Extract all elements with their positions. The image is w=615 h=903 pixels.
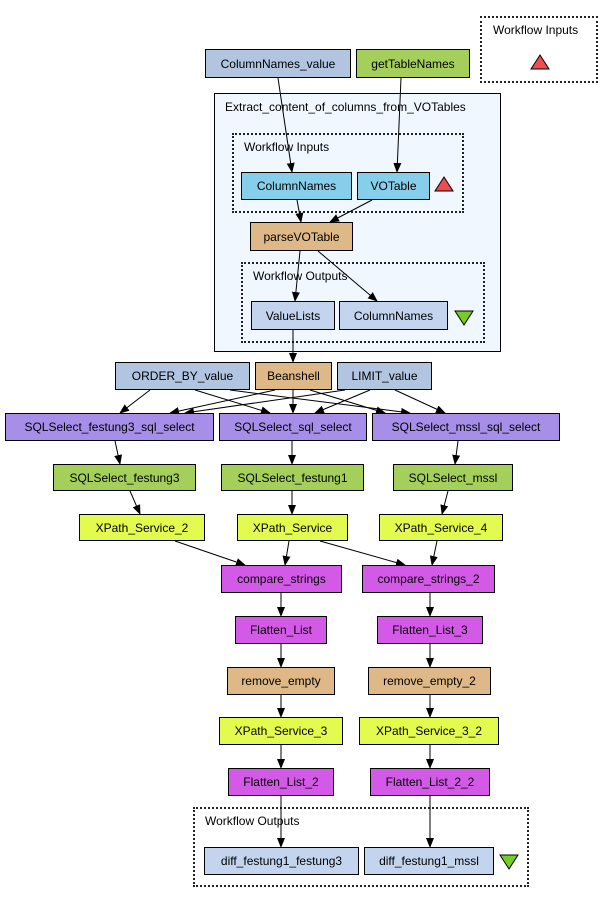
edge-xpath-2-to-compare: [174, 540, 246, 566]
node-xpath-service-3-2[interactable]: XPath_Service_3_2: [359, 717, 499, 745]
node-flatten-list[interactable]: Flatten_List: [235, 616, 327, 644]
nested-workflow-inputs-cluster: Workflow Inputs: [232, 133, 464, 213]
nested-workflow-outputs-cluster: Workflow Outputs: [241, 262, 485, 343]
edge-festung3-select-to-festung3: [114, 440, 122, 465]
node-input-votable[interactable]: VOTable: [357, 172, 430, 200]
node-diff-festung1-mssl[interactable]: diff_festung1_mssl: [364, 847, 494, 875]
node-flatten-list-3[interactable]: Flatten_List_3: [377, 616, 483, 644]
node-sqlselect-sql-select[interactable]: SQLSelect_sql_select: [219, 413, 367, 441]
edge-festung3-to-xpath-2: [129, 490, 141, 515]
edge-parsevotable-to-valuelists: [291, 250, 301, 302]
node-output-columnnames[interactable]: ColumnNames: [339, 301, 448, 330]
node-sqlselect-festung3-sql-select[interactable]: SQLSelect_festung3_sql_select: [5, 413, 214, 441]
node-xpath-service-4[interactable]: XPath_Service_4: [379, 514, 503, 541]
edge-xpath-to-compare: [282, 540, 291, 566]
bottom-workflow-outputs-label: Workflow Outputs: [205, 814, 300, 828]
node-columnnames-value[interactable]: ColumnNames_value: [205, 49, 351, 78]
edge-xpath-4-to-compare-2: [429, 540, 438, 566]
node-beanshell[interactable]: Beanshell: [255, 362, 332, 390]
edge-order-by-to-sql-select: [194, 389, 271, 415]
node-xpath-service-2[interactable]: XPath_Service_2: [79, 514, 205, 541]
nested-workflow-label: Extract_content_of_columns_from_VOTables: [225, 100, 466, 114]
edge-columnnames-to-parsevotable: [295, 199, 304, 223]
nested-workflow-outputs-label: Workflow Outputs: [253, 269, 348, 283]
node-remove-empty-2[interactable]: remove_empty_2: [368, 667, 491, 695]
node-input-columnnames[interactable]: ColumnNames: [241, 172, 352, 200]
node-gettablenames[interactable]: getTableNames: [356, 49, 470, 78]
node-sqlselect-mssl-sql-select[interactable]: SQLSelect_mssl_sql_select: [372, 413, 560, 441]
node-output-valuelists[interactable]: ValueLists: [251, 301, 335, 330]
node-limit-value[interactable]: LIMIT_value: [337, 362, 432, 390]
edge-votable-to-parsevotable: [329, 199, 373, 223]
node-compare-strings-2[interactable]: compare_strings_2: [362, 565, 495, 593]
edge-limit-to-sql-select: [314, 389, 371, 414]
edge-mssl-to-xpath-4: [440, 490, 449, 515]
nested-workflow-inputs-label: Workflow Inputs: [244, 140, 330, 154]
edge-beanshell-to-mssl-select: [309, 389, 386, 415]
node-xpath-service[interactable]: XPath_Service: [237, 514, 348, 541]
node-sqlselect-mssl[interactable]: SQLSelect_mssl: [393, 464, 513, 491]
edge-limit-to-mssl-select: [394, 389, 446, 414]
triangle-down-icon: [499, 854, 519, 870]
node-sqlselect-festung3[interactable]: SQLSelect_festung3: [53, 464, 196, 491]
edge-limit-to-festung3-select: [184, 389, 346, 416]
node-diff-festung1-festung3[interactable]: diff_festung1_festung3: [204, 847, 359, 875]
edge-parsevotable-to-out-columnnames: [317, 250, 378, 302]
edge-xpath-to-compare-2: [319, 540, 406, 567]
node-order-by-value[interactable]: ORDER_BY_value: [115, 362, 250, 390]
node-sqlselect-festung1[interactable]: SQLSelect_festung1: [221, 464, 364, 491]
edge-mssl-select-to-mssl: [452, 440, 461, 465]
edge-columnnames-value-to-columnnames: [277, 77, 295, 173]
node-flatten-list-2-2[interactable]: Flatten_List_2_2: [370, 768, 490, 796]
top-workflow-inputs-cluster: Workflow Inputs: [480, 16, 598, 83]
triangle-up-icon: [434, 176, 454, 192]
bottom-workflow-outputs-cluster: Workflow Outputs: [193, 807, 529, 887]
edge-order-by-to-festung3-select: [119, 389, 151, 414]
node-xpath-service-3[interactable]: XPath_Service_3: [219, 717, 343, 745]
triangle-up-icon: [530, 54, 550, 70]
edge-gettablenames-to-votable: [393, 77, 402, 173]
triangle-down-icon: [454, 310, 474, 326]
node-compare-strings[interactable]: compare_strings: [221, 565, 342, 593]
node-parsevotable[interactable]: parseVOTable: [250, 222, 353, 251]
node-remove-empty[interactable]: remove_empty: [227, 667, 335, 695]
node-flatten-list-2[interactable]: Flatten_List_2: [228, 768, 334, 796]
top-workflow-inputs-label: Workflow Inputs: [493, 23, 579, 37]
